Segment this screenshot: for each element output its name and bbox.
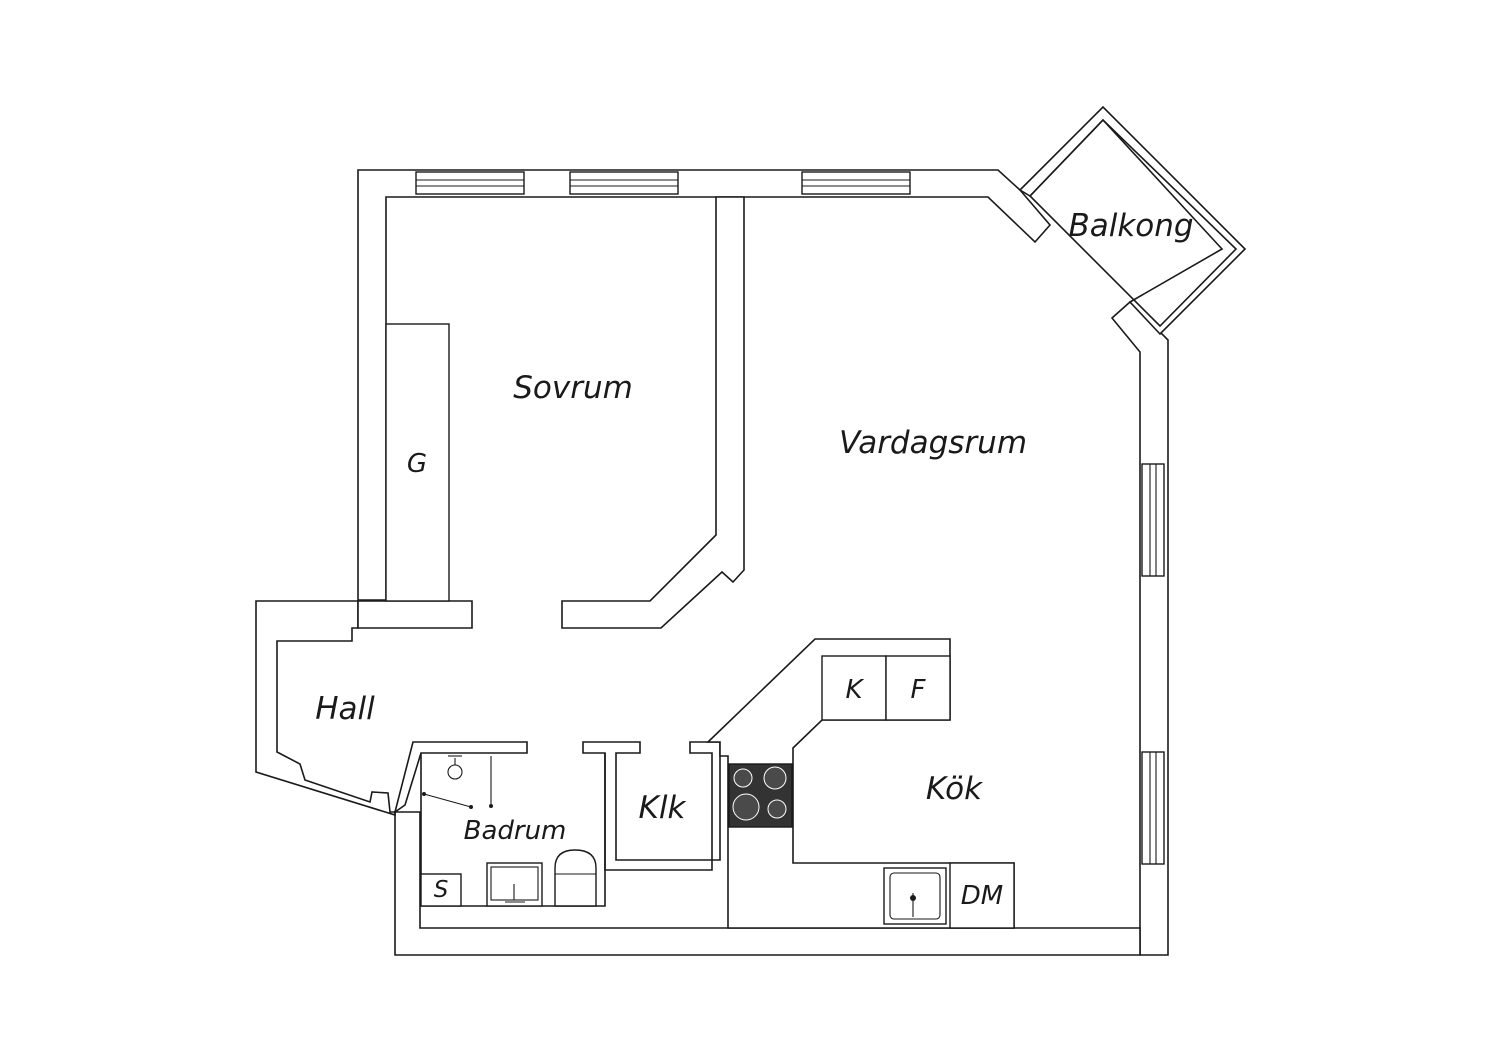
- toilet-icon: [554, 849, 597, 907]
- room-label-klk: Klk: [639, 790, 687, 826]
- bathroom-top-wall-1: [393, 741, 528, 814]
- windows-top: [415, 171, 911, 195]
- window-5: [1141, 751, 1165, 865]
- freezer: [885, 655, 951, 721]
- freezer-label: F: [911, 675, 927, 705]
- windows-right: [1141, 463, 1165, 865]
- bathroom-cabinet: [420, 873, 462, 907]
- wardrobe-label: G: [407, 449, 427, 479]
- dishwasher: [949, 862, 1015, 929]
- stove-burner: [763, 766, 787, 790]
- room-label-hall: Hall: [315, 691, 375, 727]
- room-label-kok: Kök: [926, 771, 983, 807]
- bottom-wall: [394, 811, 1141, 956]
- window-2: [569, 171, 679, 195]
- window-4: [1141, 463, 1165, 577]
- window-1: [415, 171, 525, 195]
- fridge-label: K: [845, 675, 864, 705]
- stove-burner: [732, 793, 760, 821]
- stove-burner: [733, 768, 753, 788]
- hall-left-wall: [255, 600, 396, 817]
- tap: [910, 895, 916, 901]
- kitchen: K F DM: [706, 638, 1015, 929]
- bedroom-hall-wall: [357, 600, 473, 629]
- interior-walls: [357, 196, 745, 871]
- window-3: [801, 171, 911, 195]
- stove-burner: [767, 799, 787, 819]
- balcony: [1018, 105, 1247, 336]
- cabinet-label: S: [434, 877, 449, 903]
- bathroom: S: [420, 753, 606, 907]
- room-label-balkong: Balkong: [1068, 208, 1193, 244]
- bedroom-living-wall: [561, 196, 745, 629]
- room-label-vardagsrum: Vardagsrum: [839, 425, 1027, 461]
- dishwasher-label: DM: [961, 881, 1003, 911]
- wardrobe: [385, 323, 450, 602]
- room-label-sovrum: Sovrum: [513, 370, 633, 406]
- shower-head-icon: [447, 764, 463, 780]
- room-label-badrum: Badrum: [464, 816, 567, 846]
- top-wall: [357, 169, 1052, 601]
